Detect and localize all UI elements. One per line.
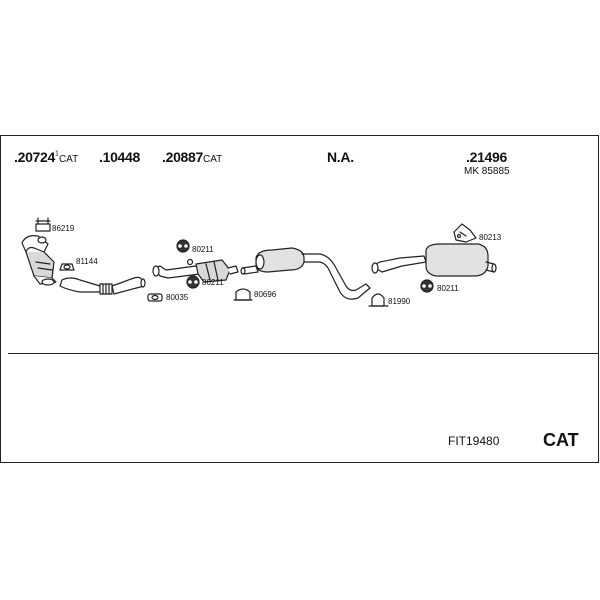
part-number-5: .21496 (466, 149, 508, 165)
label-80035: 80035 (166, 293, 189, 302)
label-80696: 80696 (254, 290, 277, 299)
label-80211-b: 80211 (202, 278, 224, 287)
label-80211-c: 80211 (437, 284, 459, 293)
clamp-80696-icon (233, 288, 253, 301)
label-86219: 86219 (52, 224, 75, 233)
part-superscript-1: 1 (55, 150, 59, 158)
bracket-80213-icon (453, 223, 477, 243)
gasket-81144-icon (59, 263, 75, 271)
front-catalyst-icon (21, 235, 57, 286)
part-header-4: N.A. (327, 150, 354, 166)
label-81144: 81144 (76, 257, 98, 266)
gasket-80035-icon (147, 293, 163, 302)
kit-type: CAT (543, 430, 579, 450)
part-number-1: .20724 (14, 149, 56, 165)
label-81990: 81990 (388, 297, 411, 306)
rubber-mount-80211a-icon (176, 239, 190, 253)
front-pipe-icon (59, 276, 146, 295)
kit-code: FIT19480 (448, 434, 500, 448)
clamp-81990-icon (368, 293, 389, 307)
part-mk-5: MK 85885 (464, 166, 510, 177)
rear-silencer-icon (371, 243, 497, 277)
part-header-3: .20887CAT (162, 150, 222, 166)
diagram-frame (0, 135, 599, 463)
part-number-3: .20887 (162, 149, 204, 165)
rubber-mount-80211c-icon (420, 279, 434, 293)
section-divider (8, 353, 598, 354)
center-silencer-icon (240, 247, 371, 300)
part-header-2: .10448 (99, 150, 140, 166)
part-suffix-3: CAT (203, 154, 223, 165)
label-80211-a: 80211 (192, 245, 214, 254)
part-number-4: N.A. (327, 149, 354, 165)
label-80213: 80213 (479, 233, 502, 242)
rubber-mount-80211b-icon (186, 275, 200, 289)
part-header-1: .207241CAT (14, 150, 78, 166)
middle-catalyst-icon (152, 258, 239, 283)
part-number-2: .10448 (99, 149, 141, 165)
part-header-5: .21496 (466, 150, 507, 166)
part-suffix-1: CAT (58, 154, 79, 165)
bracket-86219-icon (35, 217, 51, 232)
